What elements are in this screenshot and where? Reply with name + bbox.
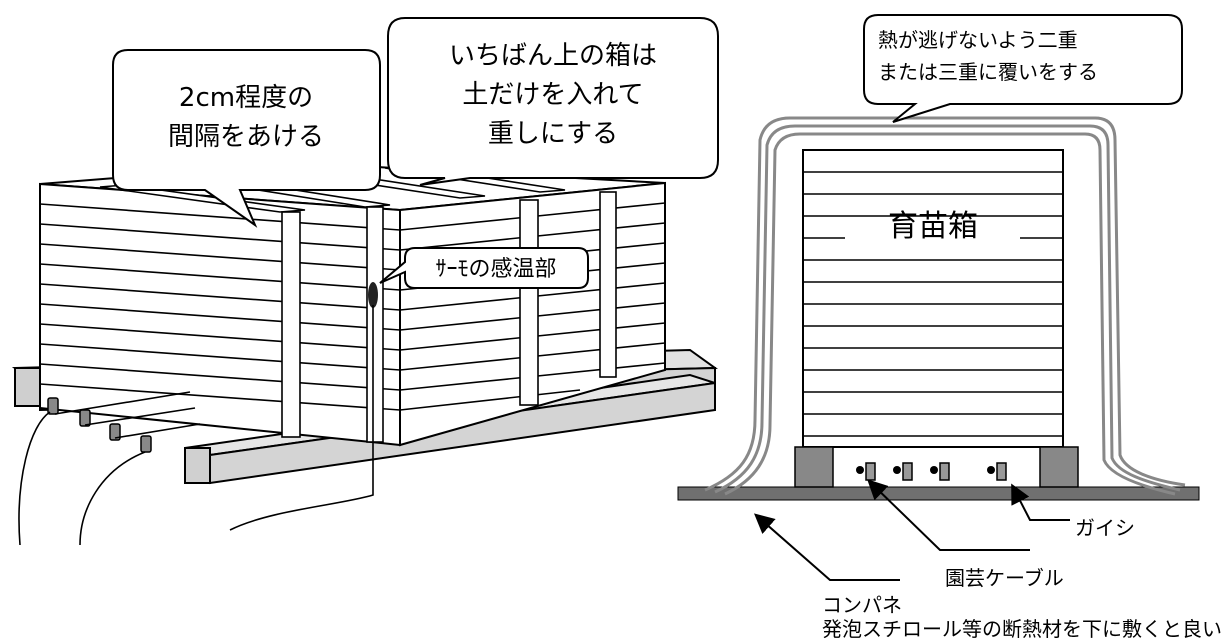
callout-cover-line1: 熱が逃げないよう二重 [878,28,1078,52]
callout-top-line2: 土だけを入れて [462,80,643,110]
growing-box [802,149,1064,448]
callout-gap-line2: 間隔をあける [168,122,324,152]
left-stack-diagram: 2cm程度の 間隔をあける いちばん上の箱は 土だけを入れて 重しにする ｻｰﾓ… [11,17,719,546]
growing-box-label: 育苗箱 [888,209,978,244]
callout-gap-line1: 2cm程度の [179,83,313,113]
leader-lines [753,479,1070,581]
insulators-right [856,462,1007,481]
thermo-sensor-mark [368,282,378,308]
cable-insulators-left [47,397,152,453]
callout-cover: 熱が逃げないよう二重 または三重に覆いをする [863,14,1183,123]
label-panel: コンパネ [822,593,902,617]
cover-layers [704,116,1186,496]
callout-gap: 2cm程度の 間隔をあける [112,49,381,228]
label-cable: 園芸ケーブル [945,566,1064,590]
heating-cable-left [18,391,201,546]
callout-cover-line2: または三重に覆いをする [878,60,1098,84]
support-left [794,446,834,488]
callout-thermo: ｻｰﾓの感温部 [379,247,589,289]
label-insulator: ガイシ [1075,516,1135,540]
callout-top-line1: いちばん上の箱は [449,41,657,71]
right-cross-section: 育苗箱 熱が逃げないよう二重 または三重に覆いをする ガイシ 園芸ケーブル コン… [677,14,1222,641]
thermo-wire [229,305,374,531]
note-insulation: 発泡スチロール等の断熱材を下に敷くと良い [822,617,1222,641]
growing-box-lines [803,171,1063,437]
callout-top-line3: 重しにする [488,119,618,149]
support-right [1039,446,1079,488]
thermo-label: ｻｰﾓの感温部 [435,257,556,282]
callout-top-box: いちばん上の箱は 土だけを入れて 重しにする [387,17,719,186]
panel-board [677,486,1200,501]
